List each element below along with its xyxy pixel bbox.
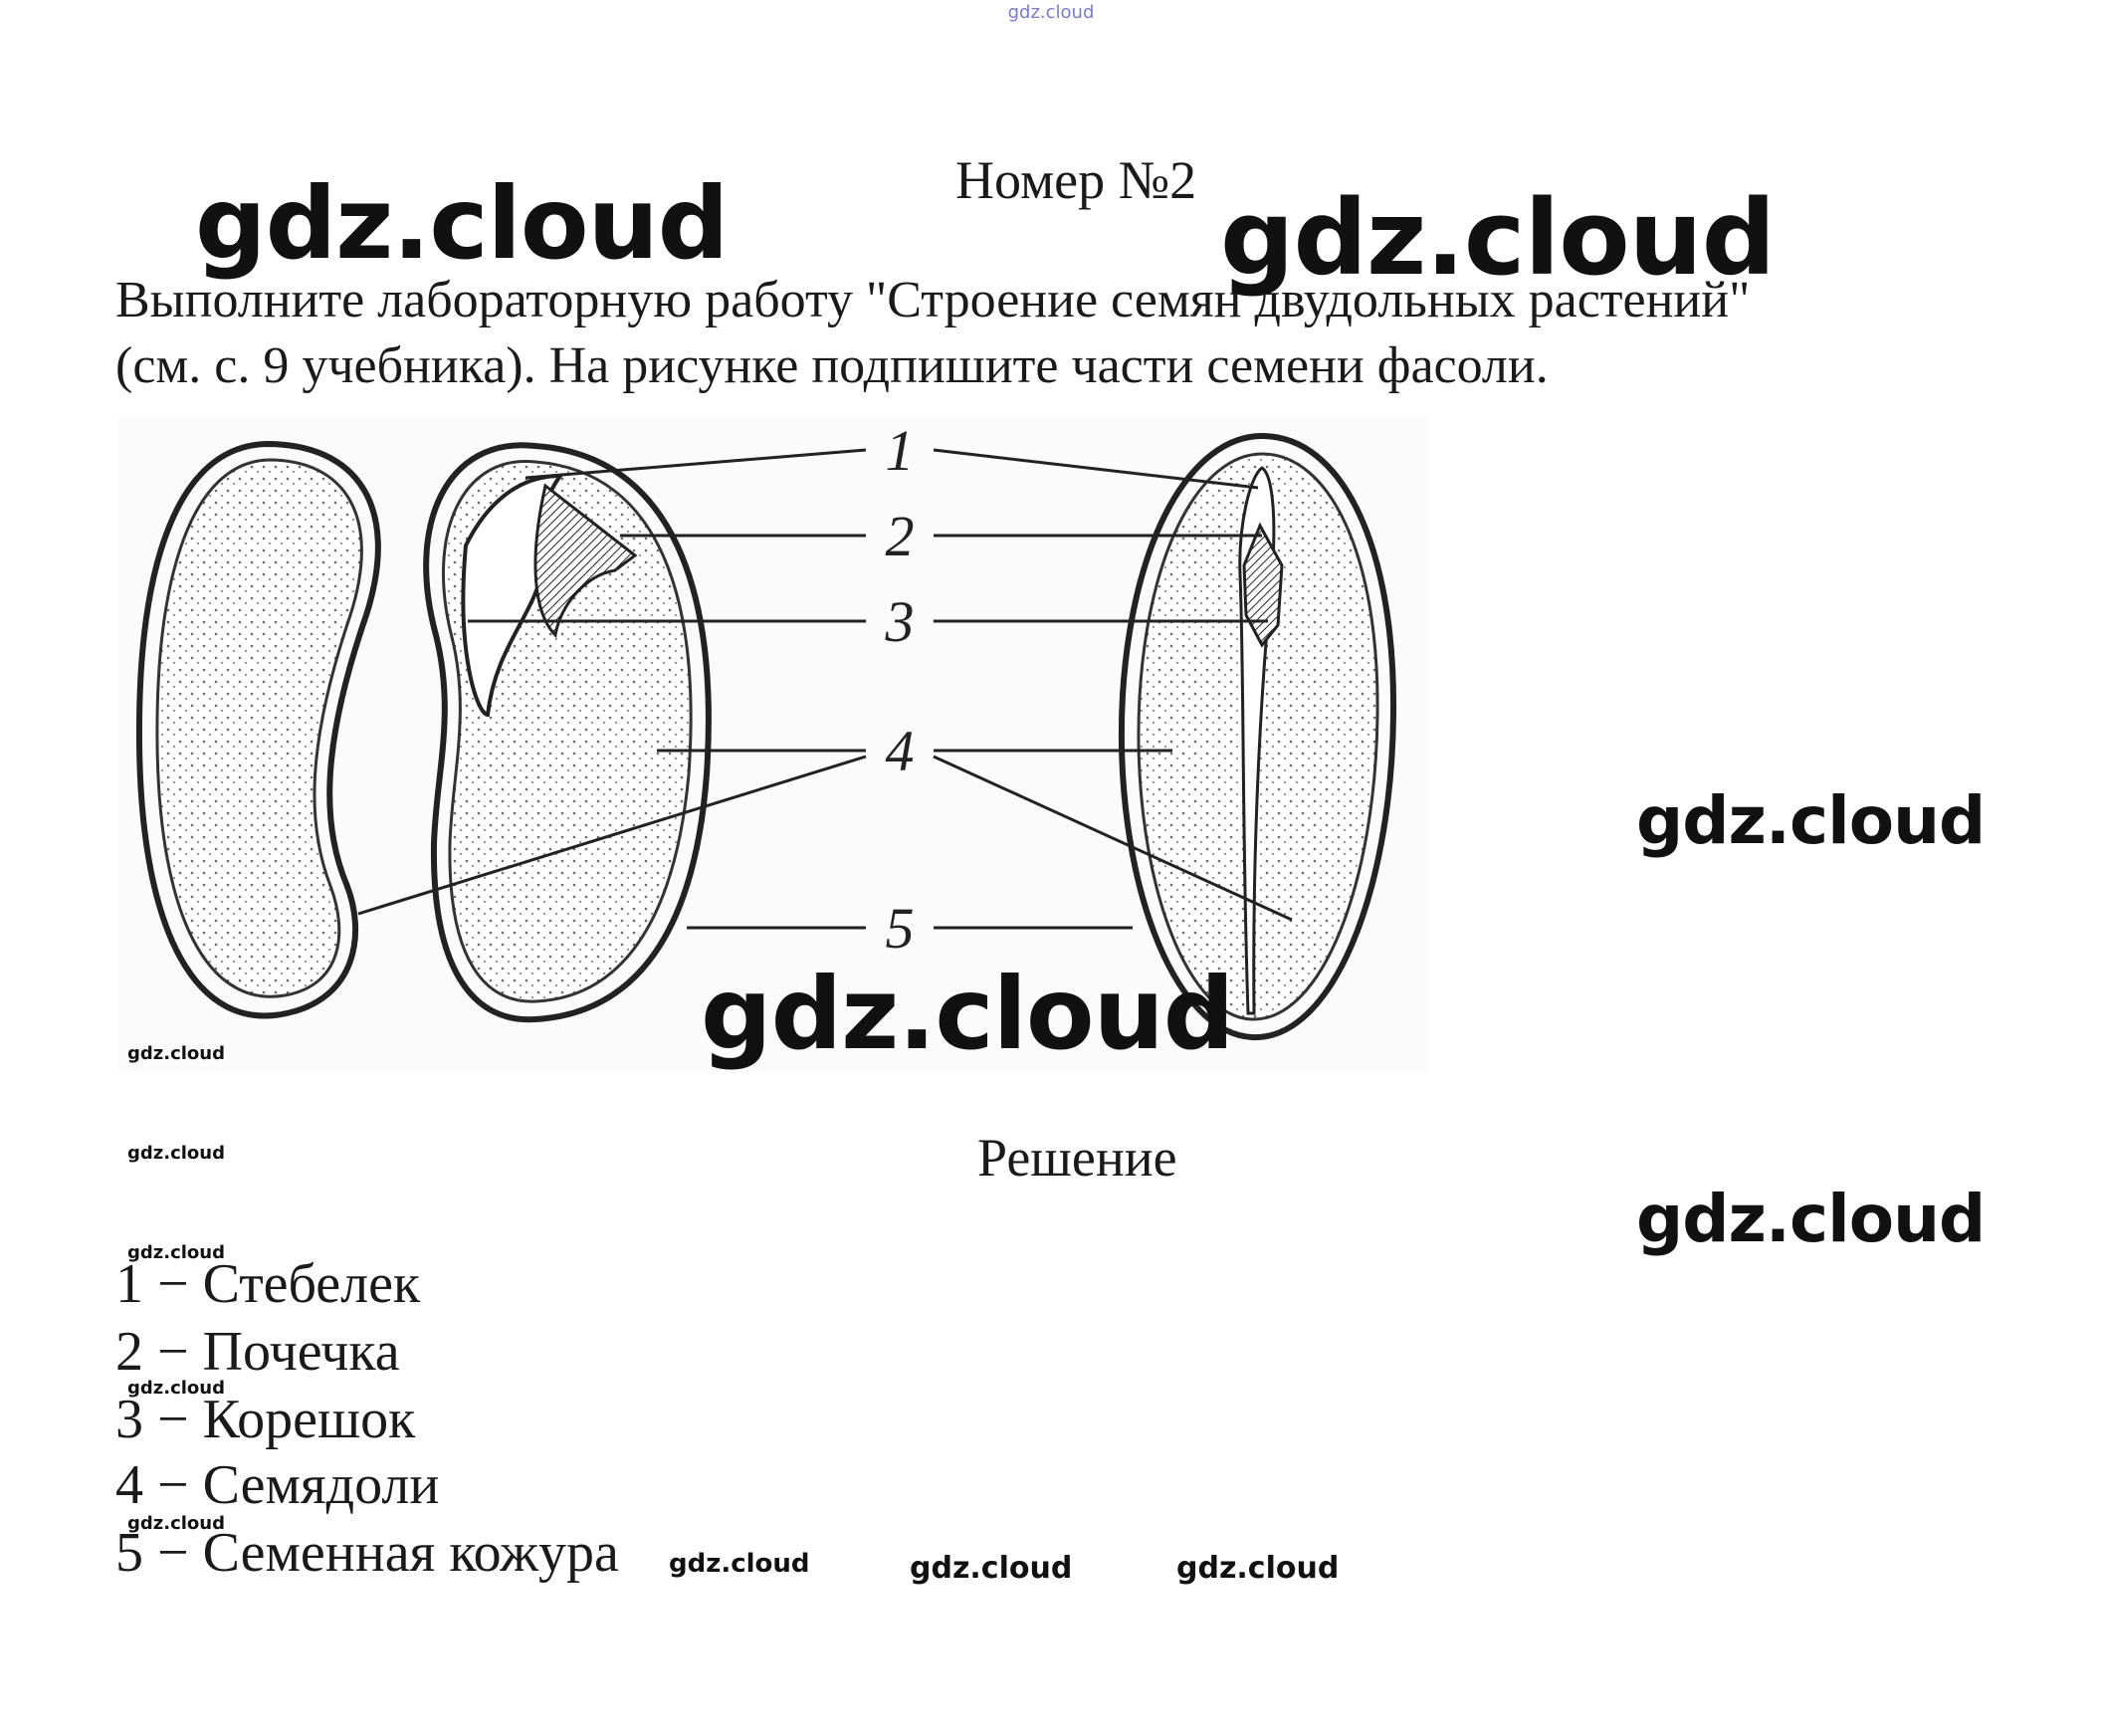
answer-item: 2 − Почечка <box>115 1320 400 1384</box>
diagram-label-1: 1 <box>886 418 915 483</box>
diagram-label-4: 4 <box>886 719 915 783</box>
watermark-large: gdz.cloud <box>195 165 728 282</box>
answer-item: 1 − Стебелек <box>115 1252 420 1316</box>
watermark-small: gdz.cloud <box>127 1043 225 1064</box>
watermark-medium: gdz.cloud <box>1636 782 1985 859</box>
watermark-small: gdz.cloud <box>1176 1551 1339 1586</box>
answer-item: 3 − Корешок <box>115 1388 415 1451</box>
watermark-small: gdz.cloud <box>910 1551 1072 1586</box>
diagram-label-5: 5 <box>886 896 915 961</box>
watermark-small: gdz.cloud <box>127 1143 225 1164</box>
task-line-1: Выполните лабораторную работу "Строение … <box>115 271 1750 329</box>
answer-item: 5 − Семенная кожура <box>115 1521 619 1585</box>
page-title: Номер №2 <box>955 149 1196 211</box>
watermark-large: gdz.cloud <box>701 956 1233 1072</box>
task-line-2: (см. с. 9 учебника). На рисунке подпишит… <box>115 336 1549 395</box>
solution-heading: Решение <box>977 1127 1177 1189</box>
diagram-label-3: 3 <box>885 589 915 654</box>
top-watermark: gdz.cloud <box>0 2 2102 23</box>
answer-item: 4 − Семядоли <box>115 1453 439 1517</box>
watermark-small: gdz.cloud <box>669 1549 810 1579</box>
watermark-medium: gdz.cloud <box>1636 1181 1985 1257</box>
diagram-label-2: 2 <box>886 504 915 568</box>
